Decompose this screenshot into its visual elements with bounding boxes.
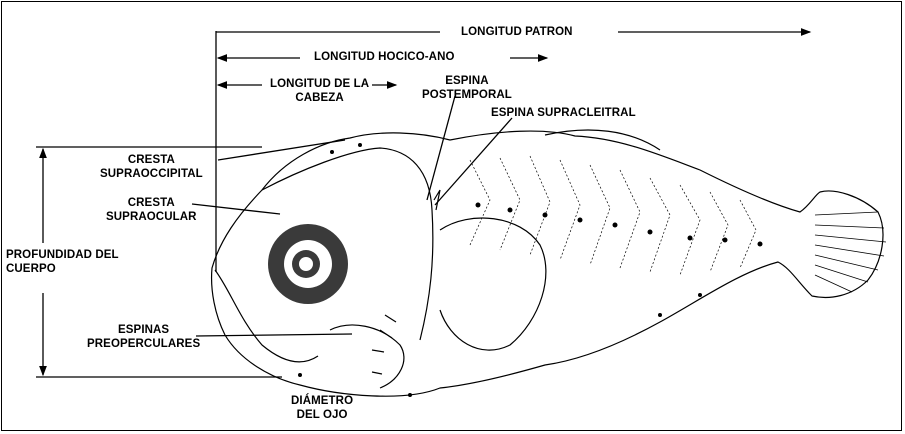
body-depth-label: PROFUNDIDAD DEL CUERPO [6,248,119,276]
supracleithral-leader [435,118,512,205]
preopercular-spines [372,315,396,374]
posttemporal-leader [427,96,455,200]
eye [268,224,348,304]
posttemporal-spine-label: ESPINA POSTEMPORAL [422,74,512,102]
myomeres [470,156,756,275]
preopercular-leader [196,334,352,336]
supraoccipital-crest-label: CRESTA SUPRAOCCIPITAL [100,153,203,181]
pigment-spots [298,143,763,397]
head-length-label: LONGITUD DE LA CABEZA [270,77,369,105]
supraocular-crest-label: CRESTA SUPRAOCULAR [106,196,197,224]
snout-anus-length-label: LONGITUD HOCICO-ANO [314,50,455,64]
eye-highlight [299,257,313,271]
standard-length-label: LONGITUD PATRON [461,25,573,39]
preopercular-spines-label: ESPINAS PREOPERCULARES [87,323,200,351]
supracleithral-spine-label: ESPINA SUPRACLEITRAL [491,106,636,120]
pectoral-fin [440,218,546,350]
supraoccipital-leader [218,140,345,160]
eye-diameter-label: DIÁMETRO DEL OJO [291,394,353,422]
caudal-fin-rays [815,212,886,292]
supraocular-leader [192,204,280,214]
